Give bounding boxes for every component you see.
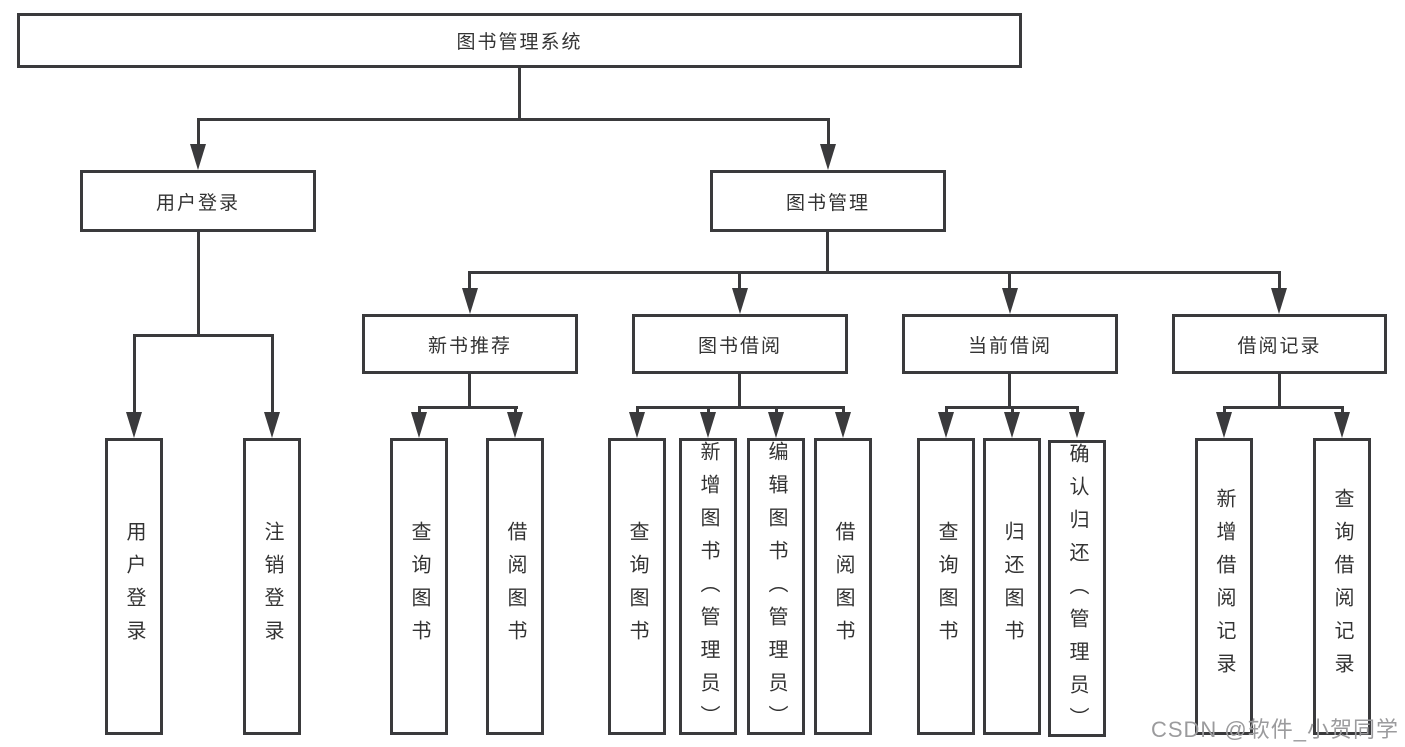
connector-arrow-stem [197, 118, 200, 150]
node-borrowing-records: 借阅记录 [1172, 314, 1387, 374]
arrowhead-down [835, 412, 851, 438]
connector-bar [636, 406, 844, 409]
arrowhead-down [190, 144, 206, 170]
leaf-borrow-books-borrowing: 借阅图书 [814, 438, 872, 735]
arrowhead-down [938, 412, 954, 438]
arrowhead-down [1004, 412, 1020, 438]
leaf-confirm-return-admin: 确认归还（管理员） [1048, 440, 1106, 740]
arrowhead-down [1002, 288, 1018, 314]
connector-arrow-stem [738, 271, 741, 298]
node-book-management: 图书管理 [710, 170, 946, 232]
node-current-borrowing: 当前借阅 [902, 314, 1118, 374]
connector-root-trunk [518, 68, 521, 121]
csdn-watermark: CSDN @软件_小贺同学 [1150, 717, 1399, 742]
leaf-edit-books-admin: 编辑图书（管理员） [747, 438, 805, 738]
connector-trunk [1008, 374, 1011, 409]
connector-book-mgmt-bar [469, 271, 1281, 274]
leaf-add-borrow-record: 新增借阅记录 [1195, 438, 1253, 735]
connector-trunk [738, 374, 741, 409]
leaf-borrow-books-recommend: 借阅图书 [486, 438, 544, 735]
leaf-query-books-recommend: 查询图书 [390, 438, 448, 735]
arrowhead-down [700, 412, 716, 438]
connector-book-mgmt-trunk [826, 232, 829, 273]
node-user-login: 用户登录 [80, 170, 316, 232]
arrowhead-down [507, 412, 523, 438]
node-new-book-recommendation: 新书推荐 [362, 314, 578, 374]
connector-trunk [468, 374, 471, 409]
arrowhead-down [264, 412, 280, 438]
arrowhead-down [1216, 412, 1232, 438]
connector-arrow-stem [1008, 271, 1011, 298]
leaf-query-books-borrowing: 查询图书 [608, 438, 666, 735]
connector-bar [1223, 406, 1344, 409]
connector-arrow-stem [271, 334, 274, 418]
node-book-borrowing: 图书借阅 [632, 314, 848, 374]
arrowhead-down [1069, 412, 1085, 438]
connector-root-bar [197, 118, 830, 121]
connector-arrow-stem [468, 271, 471, 298]
leaf-query-books-current: 查询图书 [917, 438, 975, 735]
arrowhead-down [732, 288, 748, 314]
arrowhead-down [629, 412, 645, 438]
arrowhead-down [1334, 412, 1350, 438]
leaf-return-books: 归还图书 [983, 438, 1041, 735]
connector-user-login-trunk [197, 232, 200, 336]
leaf-user-login: 用户登录 [105, 438, 163, 735]
connector-arrow-stem [827, 118, 830, 150]
arrowhead-down [126, 412, 142, 438]
connector-trunk [1278, 374, 1281, 409]
leaf-query-borrow-record: 查询借阅记录 [1313, 438, 1371, 735]
arrowhead-down [820, 144, 836, 170]
arrowhead-down [1271, 288, 1287, 314]
leaf-logout: 注销登录 [243, 438, 301, 735]
connector-user-login-bar [133, 334, 274, 337]
arrowhead-down [462, 288, 478, 314]
connector-arrow-stem [133, 334, 136, 418]
leaf-add-books-admin: 新增图书（管理员） [679, 438, 737, 738]
connector-arrow-stem [1278, 271, 1281, 298]
arrowhead-down [411, 412, 427, 438]
arrowhead-down [768, 412, 784, 438]
node-root-library-system: 图书管理系统 [17, 13, 1022, 68]
connector-bar [418, 406, 518, 409]
